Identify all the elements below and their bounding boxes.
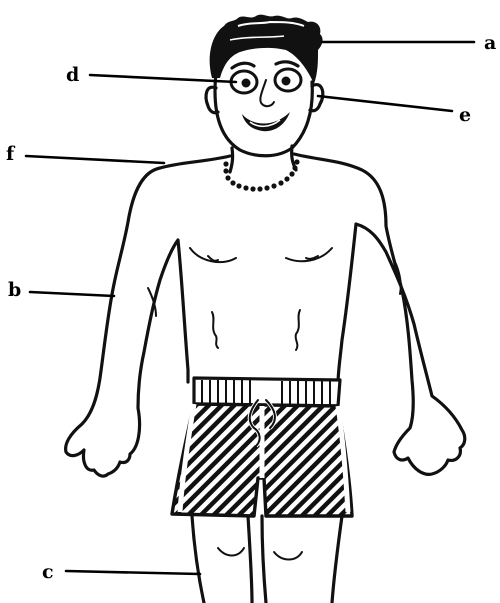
hair xyxy=(210,15,323,84)
leader-line-e xyxy=(318,96,452,111)
swim-shorts xyxy=(172,378,352,516)
nose xyxy=(260,80,274,106)
neck xyxy=(230,148,233,172)
leader-line-c xyxy=(66,571,200,574)
label-d-text: d xyxy=(66,64,79,86)
mouth xyxy=(242,112,290,131)
label-e: e xyxy=(318,96,471,126)
label-b-text: b xyxy=(8,279,21,301)
label-e-text: e xyxy=(459,104,471,126)
label-a-text: a xyxy=(484,32,496,54)
label-c-text: c xyxy=(42,561,54,583)
label-f: f xyxy=(6,143,164,165)
head xyxy=(206,15,323,156)
necklace xyxy=(223,159,299,191)
label-a: a xyxy=(322,32,496,54)
man-figure xyxy=(66,15,465,603)
leader-line-b xyxy=(30,292,114,296)
leader-line-f xyxy=(26,156,164,163)
label-b: b xyxy=(8,279,114,301)
legs xyxy=(192,516,342,603)
label-f-text: f xyxy=(6,143,16,165)
label-c: c xyxy=(42,561,200,583)
